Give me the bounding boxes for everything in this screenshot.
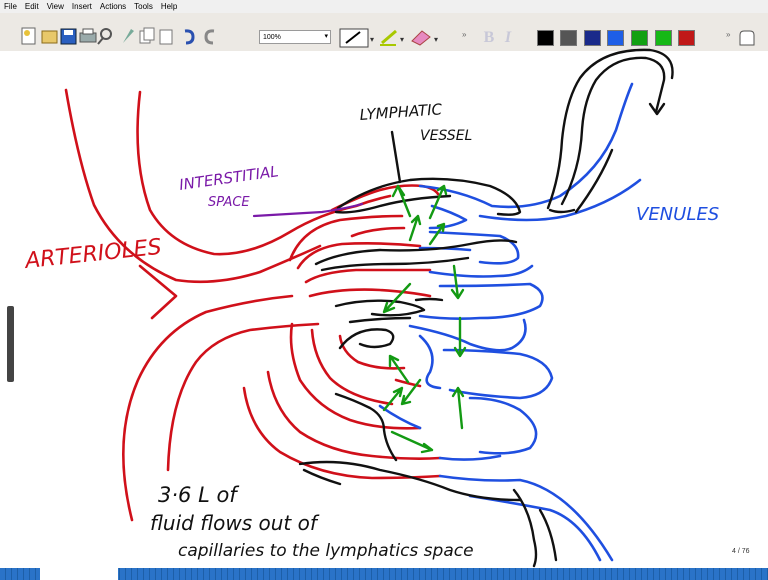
svg-text:»: » <box>462 30 467 39</box>
svg-text:▾: ▾ <box>400 35 404 44</box>
more-colors-icon[interactable]: » <box>726 30 731 39</box>
menu-file[interactable]: File <box>0 2 21 11</box>
highlighter-icon[interactable]: ▾ <box>380 31 404 45</box>
color-swatch-bright-green[interactable] <box>655 30 672 46</box>
color-swatch-blue[interactable] <box>607 30 624 46</box>
more-tools-icon[interactable]: » <box>462 30 467 39</box>
save-icon[interactable] <box>61 29 76 44</box>
color-swatch-navy[interactable] <box>584 30 601 46</box>
menu-insert[interactable]: Insert <box>68 2 96 11</box>
italic-button[interactable]: I <box>502 28 514 48</box>
hand-icon[interactable] <box>740 31 754 45</box>
zoom-value: 100% <box>263 34 281 41</box>
paste-icon[interactable] <box>160 30 172 44</box>
bold-button[interactable]: B <box>482 28 496 48</box>
undo-icon[interactable] <box>185 31 193 43</box>
pen-tool-icon[interactable]: ▾ <box>340 29 374 47</box>
status-bar <box>0 568 768 580</box>
open-icon[interactable] <box>42 31 57 43</box>
search-icon[interactable] <box>98 29 111 44</box>
svg-text:▾: ▾ <box>370 35 374 44</box>
menu-view[interactable]: View <box>43 2 68 11</box>
redo-icon[interactable] <box>206 31 214 43</box>
toolbar-icons: ▾ ▾ ▾ » » <box>0 13 768 51</box>
color-swatch-gray[interactable] <box>560 30 577 46</box>
menu-help[interactable]: Help <box>157 2 181 11</box>
side-panel-handle[interactable] <box>7 306 14 382</box>
new-page-icon[interactable] <box>22 28 35 44</box>
eraser-icon[interactable]: ▾ <box>412 31 438 45</box>
status-gap <box>40 568 118 580</box>
svg-text:▾: ▾ <box>434 35 438 44</box>
page-indicator: 4 / 76 <box>732 548 750 555</box>
pointer-icon[interactable] <box>123 29 134 43</box>
menu-bar: File Edit View Insert Actions Tools Help <box>0 0 768 13</box>
menu-edit[interactable]: Edit <box>21 2 43 11</box>
color-swatch-black[interactable] <box>537 30 554 46</box>
copy-icon[interactable] <box>140 28 154 43</box>
chevron-down-icon: ▾ <box>324 32 328 40</box>
color-swatch-green[interactable] <box>631 30 648 46</box>
drawing-canvas[interactable] <box>0 51 768 568</box>
menu-tools[interactable]: Tools <box>130 2 157 11</box>
zoom-select[interactable]: 100% ▾ <box>259 30 331 44</box>
toolbar: ▾ ▾ ▾ » » 100% ▾ B I <box>0 13 768 52</box>
menu-actions[interactable]: Actions <box>96 2 130 11</box>
print-icon[interactable] <box>80 29 96 42</box>
color-swatch-red[interactable] <box>678 30 695 46</box>
